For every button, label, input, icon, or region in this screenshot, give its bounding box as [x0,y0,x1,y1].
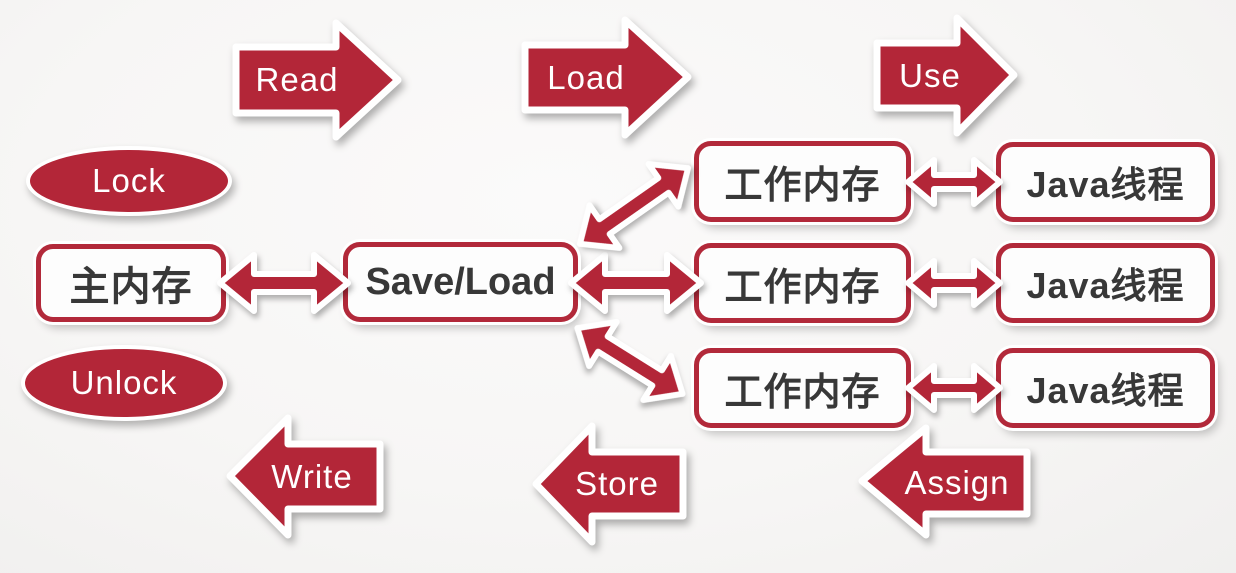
lock-label: Lock [92,162,166,199]
java-thread-node-2: Java线程 [996,243,1215,323]
java-thread-node-3: Java线程 [996,348,1215,428]
unlock-ellipse: Unlock [21,345,227,421]
unlock-label: Unlock [70,364,178,401]
read-arrow-label: Read [255,61,339,98]
save-load-node: Save/Load [343,242,578,322]
work-memory-label: 工作内存 [724,371,881,414]
java-thread-label: Java线程 [1026,370,1185,411]
arrow-right-icon [232,19,402,141]
main-memory-save-load-connector double-arrow-icon [217,252,351,314]
save-load-work-memory-1-connector double-arrow-icon [576,161,692,251]
write-arrow-label: Write [271,458,353,495]
arrow-left-icon [226,414,384,539]
save-load-work-memory-2-connector double-arrow-icon [568,252,704,314]
save-load-label: Save/Load [365,260,556,303]
work-memory-label: 工作内存 [724,165,881,207]
assign-arrow: Assign [858,424,1031,539]
arrow-right-icon [873,14,1018,137]
use-arrow: Use [873,14,1018,137]
lock-ellipse: Lock [26,146,232,216]
work-memory-2-java-thread-2-connector double-arrow-icon [905,258,1003,308]
work-memory-node-3: 工作内存 [694,348,911,428]
java-thread-node-1: Java线程 [996,142,1215,222]
save-load-work-memory-3-connector double-arrow-icon [574,318,686,404]
work-memory-1-java-thread-1-connector double-arrow-icon [905,157,1003,207]
use-arrow-label: Use [899,57,961,94]
store-arrow-label: Store [575,465,659,502]
assign-arrow-label: Assign [904,464,1010,501]
main-memory-label: 主内存 [69,265,193,309]
load-arrow-label: Load [547,59,625,96]
read-arrow: Read [232,19,402,141]
work-memory-node-2: 工作内存 [694,243,911,323]
work-memory-label: 工作内存 [724,266,881,309]
write-arrow: Write [226,414,384,539]
arrow-left-icon [858,424,1031,539]
work-memory-3-java-thread-3-connector double-arrow-icon [905,363,1003,413]
arrow-left-icon [532,422,687,546]
java-thread-label: Java线程 [1026,164,1185,205]
load-arrow: Load [521,16,692,139]
arrow-right-icon [521,16,692,139]
work-memory-node-1: 工作内存 [694,141,911,222]
store-arrow: Store [532,422,687,546]
main-memory-node: 主内存 [36,244,226,322]
java-thread-label: Java线程 [1026,265,1185,306]
